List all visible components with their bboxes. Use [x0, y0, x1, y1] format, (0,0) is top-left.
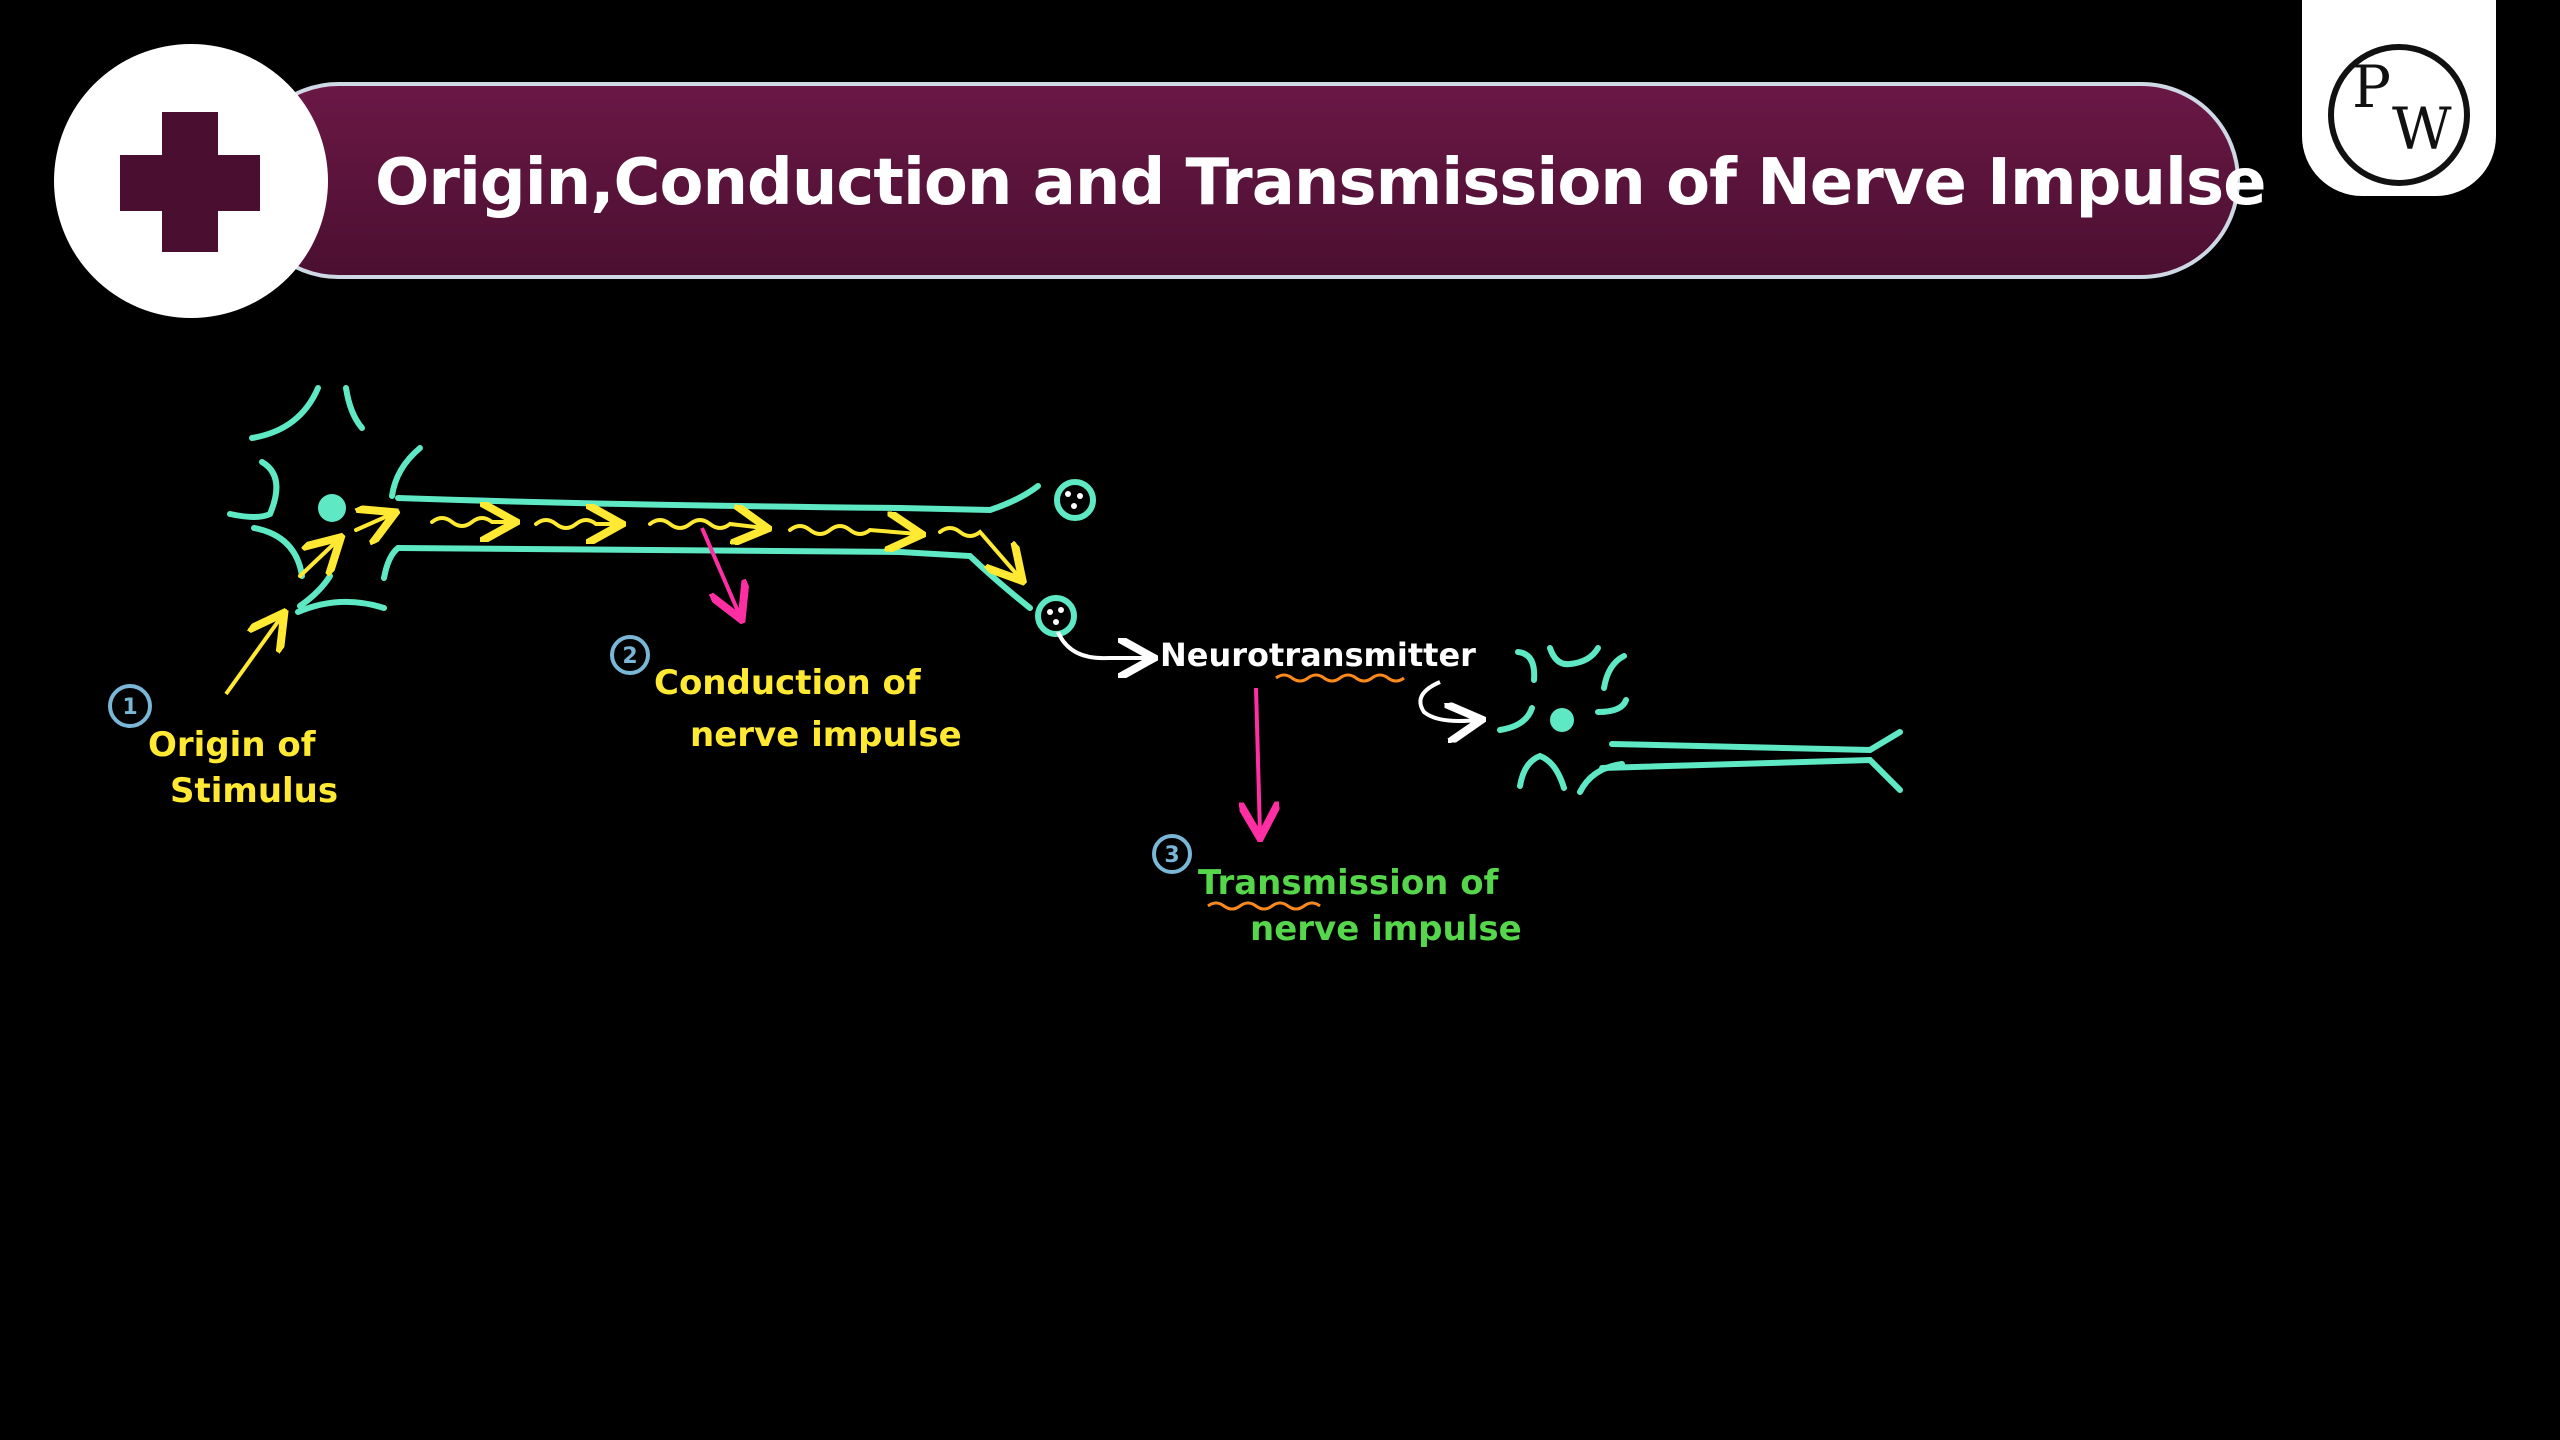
neuron-one-dendrite: [295, 598, 387, 615]
step-three-circle: [1152, 834, 1192, 874]
terminal-to-neurotransmitter-arrow: [1056, 631, 1150, 658]
impulse-arrows: [298, 514, 1020, 578]
step-two-circle: [610, 635, 650, 675]
step-two-label-line1: Conduction of: [654, 663, 922, 703]
neuron-one-dendrite: [343, 385, 365, 431]
axon-two-upper-edge: [1609, 729, 1903, 754]
page-title: Origin,Conduction and Transmission of Ne…: [375, 146, 2266, 220]
neuron-one-dendrite: [251, 525, 305, 579]
vesicles: [1047, 491, 1083, 625]
brand-logo-icon: [2328, 44, 2470, 186]
neuron-one: [227, 385, 1096, 637]
step-two-label-line2: nerve impulse: [690, 715, 962, 755]
title-banner: [240, 82, 2240, 279]
transmission-underline: [1207, 901, 1321, 911]
axon-upper-edge: [395, 483, 1041, 514]
transmission-arrow: [1256, 687, 1260, 834]
neuron-one-dendrite: [297, 573, 333, 609]
neuron-one-dendrite: [389, 445, 423, 499]
step-one-label-line1: Origin of: [148, 725, 317, 765]
step-one-number: 1: [122, 695, 137, 720]
neurotransmitter-label: Neurotransmitter: [1160, 636, 1476, 674]
stimulus-arrow: [224, 616, 282, 696]
logo-letter-p: P: [2352, 53, 2392, 121]
axon-terminal-upper: [1054, 479, 1096, 521]
neuron-two-nucleus: [1550, 708, 1574, 732]
step-two-number: 2: [622, 644, 637, 669]
neuron-two-dendrite: [1595, 697, 1629, 715]
neurotransmitter-underline: [1275, 673, 1405, 683]
neuron-two: [1497, 645, 1903, 795]
neuron-two-dendrite: [1515, 649, 1538, 683]
axon-terminal-lower: [1035, 595, 1077, 637]
conduction-arrow: [700, 527, 740, 616]
neuron-one-dendrite: [227, 459, 280, 520]
neuron-two-dendrite: [1517, 752, 1567, 791]
step-three-label-line2: nerve impulse: [1250, 909, 1522, 949]
neuron-two-dendrite: [1601, 653, 1627, 691]
neuron-one-nucleus: [318, 494, 346, 522]
logo-letter-w: W: [2392, 95, 2452, 163]
neuron-one-dendrite: [381, 545, 401, 581]
step-one-circle: [108, 684, 152, 728]
step-three-number: 3: [1164, 843, 1179, 868]
neuron-two-dendrite: [1497, 705, 1535, 733]
step-one-label-line2: Stimulus: [170, 771, 338, 811]
axon-two-lower-edge: [1599, 756, 1903, 793]
neuron-two-dendrite: [1547, 645, 1601, 668]
step-three-label-line1: Transmission of: [1198, 863, 1500, 903]
neuron-one-dendrite: [249, 385, 321, 441]
neurotransmitter-to-neuron-arrow: [1418, 680, 1478, 721]
